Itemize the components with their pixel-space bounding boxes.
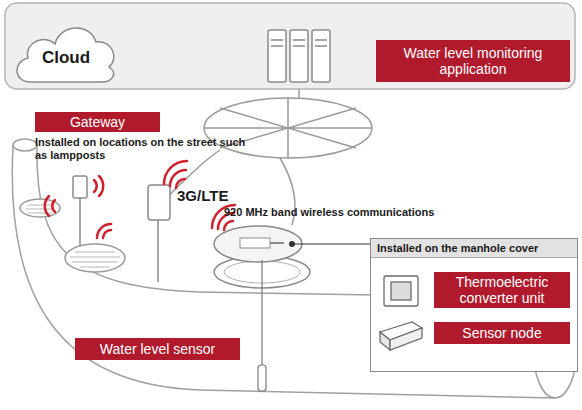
converter-box: Thermoelectric converter unit — [434, 272, 570, 308]
cloud-shape: Cloud — [10, 12, 122, 87]
location-note: Installed on locations on the street suc… — [35, 136, 250, 162]
gateway-box: Gateway — [35, 112, 160, 132]
application-box: Water level monitoring application — [376, 40, 570, 82]
node-text: Water level sensor — [100, 341, 215, 357]
node-text: Gateway — [70, 114, 125, 130]
radio-label: 920 MHz band wireless communications — [224, 206, 464, 219]
network-label: 3G/LTE — [177, 187, 247, 205]
node-text: Cloud — [10, 48, 122, 68]
node-text: Sensor node — [462, 325, 541, 341]
node-text: Thermoelectric converter unit — [440, 274, 564, 306]
manhole-panel: Installed on the manhole coverThermoelec… — [370, 238, 578, 372]
sensor-node-box: Sensor node — [434, 322, 570, 344]
node-text: Water level monitoring application — [382, 45, 564, 77]
node-text: Installed on the manhole cover — [371, 239, 577, 258]
sensor-box: Water level sensor — [75, 338, 240, 360]
